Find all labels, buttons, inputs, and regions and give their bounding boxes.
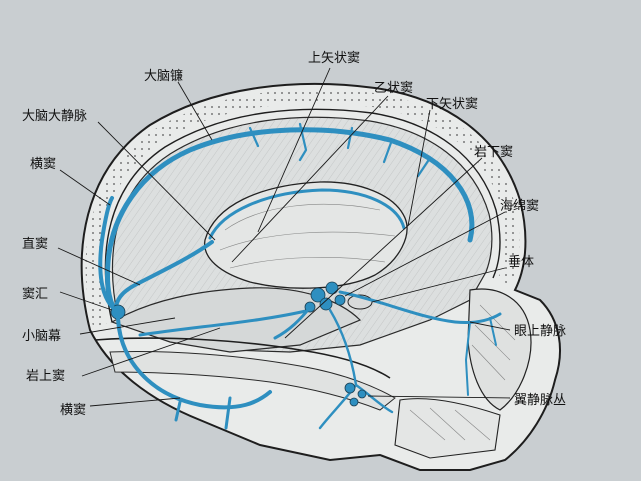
maxilla-region — [394, 398, 501, 459]
transverse-sinus-vessel — [98, 196, 120, 314]
label-inferior-petrosal-sinus: 岩下窦 — [474, 145, 513, 160]
label-confluence: 窦汇 — [22, 287, 48, 302]
label-superior-petrosal-sinus: 岩上窦 — [26, 369, 65, 384]
label-cerebellar-tentorium: 小脑幕 — [22, 329, 61, 344]
skull-inner-edge — [104, 108, 501, 323]
superior-petrosal-sinus-vessel — [138, 308, 312, 337]
label-superior-sagittal-sinus: 上矢状窦 — [308, 51, 360, 66]
label-falx-cerebri: 大脑镰 — [144, 68, 183, 84]
straight-sinus-vessel — [113, 240, 214, 314]
inferior-sagittal-sinus-vessel — [208, 188, 406, 240]
superior-ophthalmic-vein-vessel — [338, 290, 502, 324]
label-inferior-sagittal-sinus: 下矢状窦 — [426, 97, 478, 112]
falx-texture — [219, 203, 396, 269]
sigmoid-descending — [174, 396, 232, 430]
inferior-petrosal-sinus-vessel — [273, 303, 314, 340]
cavernous-sinus-cluster — [304, 281, 346, 313]
pterygoid-plexus-cluster — [318, 308, 394, 430]
label-pterygoid-plexus: 翼静脉丛 — [514, 393, 566, 408]
label-transverse-sinus-upper: 横窦 — [30, 157, 56, 172]
transverse-sigmoid-vessel — [116, 316, 272, 410]
ophthalmic-branches — [465, 317, 497, 396]
cortical-tributaries — [248, 122, 432, 178]
label-great-cerebral-vein: 大脑大静脉 — [22, 109, 87, 124]
tentorium-shape — [110, 287, 362, 353]
leader-lines — [57, 67, 511, 407]
superior-sagittal-sinus-vessel — [105, 127, 475, 318]
diagram-labels: 上矢状窦 大脑镰 乙状窦 大脑大静脉 下矢状窦 横窦 岩下窦 海绵窦 直窦 垂体… — [22, 51, 566, 418]
label-transverse-sinus-lower: 横窦 — [60, 403, 86, 418]
face-texture — [409, 304, 516, 441]
label-sigmoid-sinus: 乙状窦 — [374, 81, 413, 96]
petrous-ridge — [94, 337, 391, 379]
skull-base-band — [109, 351, 396, 411]
label-pituitary: 垂体 — [508, 255, 534, 270]
label-straight-sinus: 直窦 — [22, 237, 48, 252]
label-cavernous-sinus: 海绵窦 — [500, 199, 539, 214]
label-superior-ophthalmic-vein: 眼上静脉 — [514, 324, 566, 339]
skull-diploe — [85, 89, 520, 327]
